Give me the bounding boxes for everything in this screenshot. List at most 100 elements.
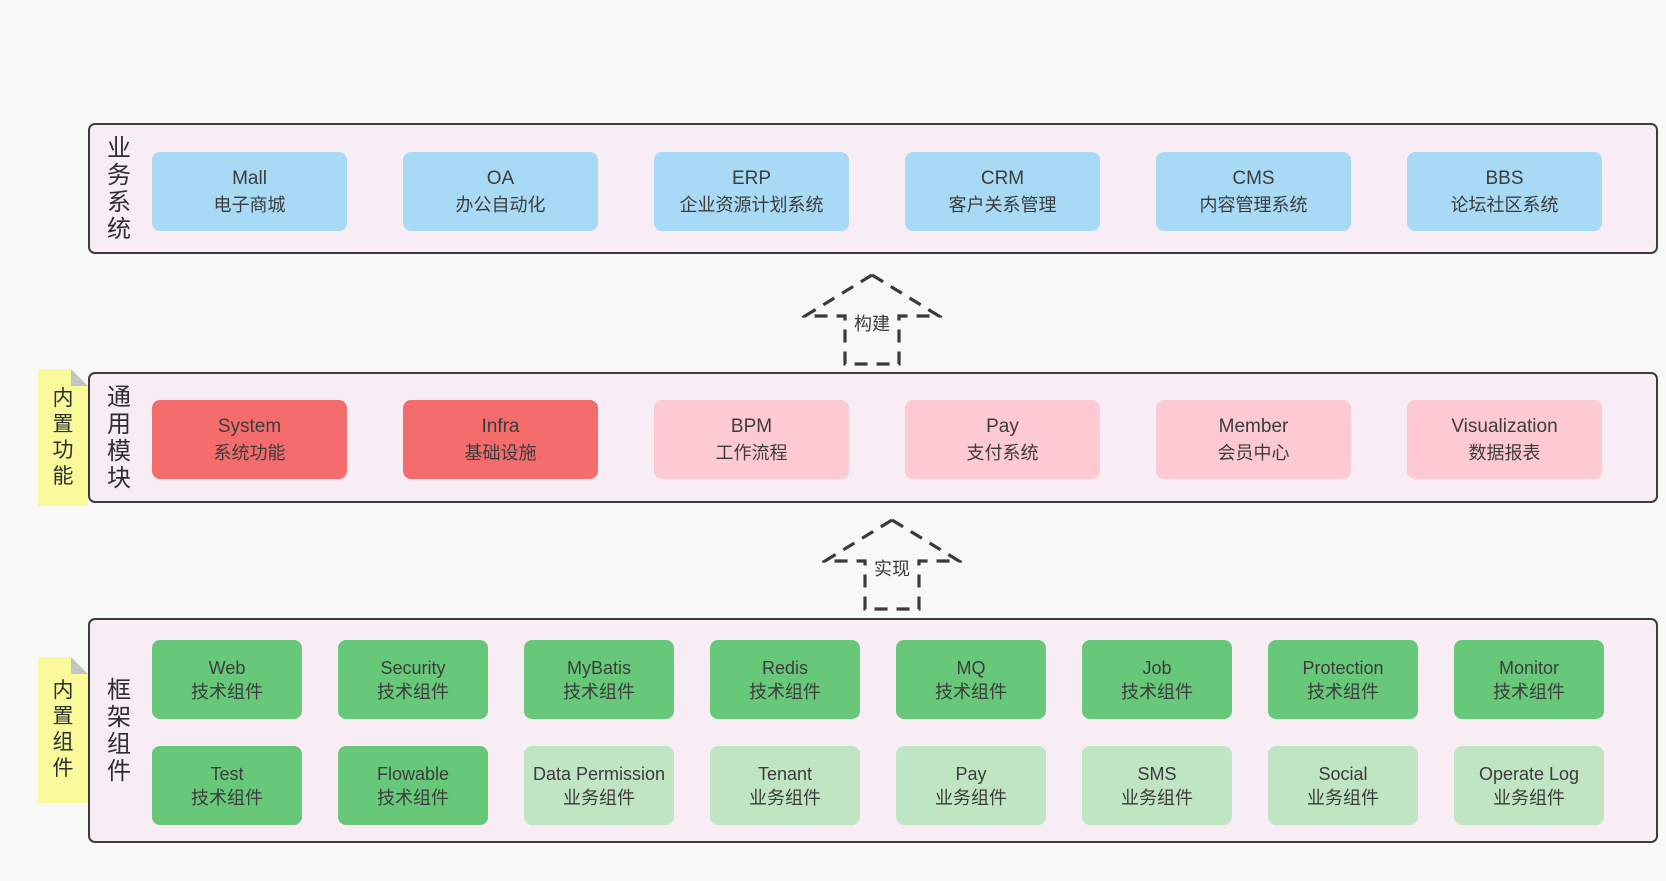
- module-title: CMS: [1232, 167, 1275, 189]
- module-subtitle: 技术组件: [1121, 681, 1193, 702]
- module-box-infra: Infra 基础设施: [403, 400, 598, 479]
- module-title: OA: [486, 167, 515, 189]
- vertical-char: 功: [52, 438, 74, 462]
- module-box-cms: CMS 内容管理系统: [1156, 152, 1351, 231]
- module-subtitle: 客户关系管理: [948, 194, 1057, 215]
- vertical-char: 组: [107, 730, 131, 758]
- module-title: Protection: [1302, 657, 1384, 678]
- arrow-label-implement: 实现: [871, 555, 913, 581]
- vertical-char: 框: [107, 676, 131, 704]
- module-box-erp: ERP 企业资源计划系统: [654, 152, 849, 231]
- vertical-char: 件: [107, 757, 131, 785]
- module-subtitle: 业务组件: [1307, 787, 1379, 808]
- module-box-bpm: BPM 工作流程: [654, 400, 849, 479]
- sticky-note-built-in-features: 内置功能: [38, 369, 88, 506]
- module-box-oa: OA 办公自动化: [403, 152, 598, 231]
- vertical-char: 架: [107, 703, 131, 731]
- module-box-sms: SMS 业务组件: [1082, 746, 1232, 825]
- module-title: BBS: [1485, 167, 1524, 189]
- module-title: Operate Log: [1478, 763, 1580, 784]
- module-subtitle: 工作流程: [715, 442, 788, 463]
- module-subtitle: 系统功能: [213, 442, 286, 463]
- arrow-label-build: 构建: [851, 310, 893, 336]
- vertical-char: 通: [107, 383, 131, 411]
- module-title: Data Permission: [532, 763, 666, 784]
- band-rows: Mall 电子商城 OA 办公自动化 ERP 企业资源计划系统 CRM 客户关系管理 CMS 内容…: [152, 152, 1642, 231]
- module-title: Social: [1318, 763, 1368, 784]
- module-subtitle: 企业资源计划系统: [679, 194, 824, 215]
- vertical-char: 能: [52, 464, 74, 488]
- band-business-systems: 业务系统 Mall 电子商城 OA 办公自动化 ERP 企业资源计划系统 CRM 客户关系管理…: [88, 123, 1658, 254]
- module-box-crm: CRM 客户关系管理: [905, 152, 1100, 231]
- module-title: Monitor: [1498, 657, 1560, 678]
- vertical-char: 业: [107, 134, 131, 162]
- vertical-char: 系: [107, 188, 131, 216]
- module-title: Flowable: [376, 763, 450, 784]
- module-subtitle: 技术组件: [1307, 681, 1379, 702]
- module-subtitle: 业务组件: [1121, 787, 1193, 808]
- module-subtitle: 技术组件: [377, 787, 449, 808]
- module-subtitle: 基础设施: [464, 442, 537, 463]
- module-title: SMS: [1137, 763, 1177, 784]
- vertical-char: 组: [52, 731, 74, 754]
- sticky-note-built-in-components: 内置组件: [38, 657, 88, 803]
- band-label-common-modules: 通用模块: [90, 374, 148, 501]
- vertical-char: 模: [107, 437, 131, 465]
- module-title: Test: [210, 763, 244, 784]
- vertical-char: 置: [52, 412, 74, 436]
- module-box-pay: Pay 业务组件: [896, 746, 1046, 825]
- module-title: Pay: [955, 763, 987, 784]
- module-box-operate-log: Operate Log 业务组件: [1454, 746, 1604, 825]
- module-title: BPM: [730, 415, 773, 437]
- module-subtitle: 办公自动化: [455, 194, 546, 215]
- vertical-char: 置: [52, 705, 74, 728]
- module-title: Mall: [232, 167, 267, 189]
- module-subtitle: 技术组件: [563, 681, 635, 702]
- module-title: Security: [380, 657, 446, 678]
- module-box-protection: Protection 技术组件: [1268, 640, 1418, 719]
- module-title: Pay: [986, 415, 1019, 437]
- vertical-char: 块: [107, 464, 131, 492]
- module-title: MQ: [956, 657, 986, 678]
- module-box-flowable: Flowable 技术组件: [338, 746, 488, 825]
- module-title: Infra: [481, 415, 520, 437]
- module-title: Job: [1142, 657, 1172, 678]
- module-subtitle: 会员中心: [1217, 442, 1290, 463]
- module-title: Redis: [761, 657, 809, 678]
- module-box-social: Social 业务组件: [1268, 746, 1418, 825]
- module-box-mall: Mall 电子商城: [152, 152, 347, 231]
- module-title: ERP: [731, 167, 772, 189]
- module-subtitle: 业务组件: [935, 787, 1007, 808]
- band-label-business-systems: 业务系统: [90, 125, 148, 252]
- module-subtitle: 电子商城: [213, 194, 286, 215]
- module-row: Mall 电子商城 OA 办公自动化 ERP 企业资源计划系统 CRM 客户关系管理 CMS 内容…: [152, 152, 1642, 231]
- vertical-char: 用: [107, 410, 131, 438]
- module-subtitle: 技术组件: [935, 681, 1007, 702]
- module-subtitle: 数据报表: [1468, 442, 1541, 463]
- module-box-mq: MQ 技术组件: [896, 640, 1046, 719]
- module-title: System: [217, 415, 282, 437]
- module-box-job: Job 技术组件: [1082, 640, 1232, 719]
- module-subtitle: 技术组件: [1493, 681, 1565, 702]
- module-subtitle: 业务组件: [1493, 787, 1565, 808]
- module-subtitle: 业务组件: [749, 787, 821, 808]
- vertical-char: 内: [52, 679, 74, 702]
- module-title: CRM: [980, 167, 1025, 189]
- module-subtitle: 内容管理系统: [1199, 194, 1308, 215]
- vertical-char: 统: [107, 215, 131, 243]
- dashed-up-arrow-implement: 实现: [822, 515, 962, 613]
